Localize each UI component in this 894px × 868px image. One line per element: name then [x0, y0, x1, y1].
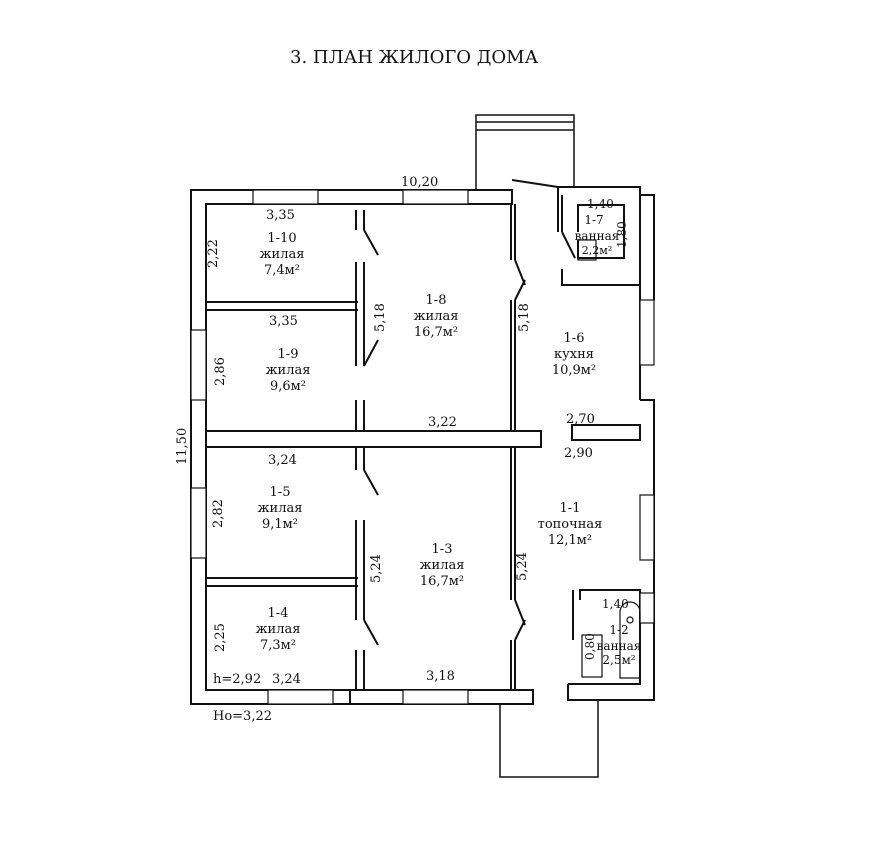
ceiling-height: h=2,92	[213, 672, 261, 687]
room-1-7-type: ванная	[575, 229, 620, 243]
room-1-1-type: топочная	[538, 517, 603, 532]
room-1-4-type: жилая	[256, 622, 301, 637]
room-1-10-area: 7,4м²	[264, 263, 300, 278]
room-1-9-id: 1-9	[278, 347, 299, 362]
dim-total-width: 10,20	[401, 175, 438, 190]
dim-r18-height-right: 5,18	[517, 303, 532, 332]
room-1-1-area: 12,1м²	[548, 533, 592, 548]
outer-walls	[190, 189, 534, 705]
room-1-3-type: жилая	[420, 558, 465, 573]
dim-r17-height: 1,80	[615, 221, 629, 248]
room-1-1-id: 1-1	[560, 501, 581, 516]
dim-r18-height-left: 5,18	[373, 303, 388, 332]
dim-r12-height: 0,80	[583, 633, 597, 660]
room-1-8-area: 16,7м²	[414, 325, 458, 340]
room-1-10-type: жилая	[260, 247, 305, 262]
room-1-7-id: 1-7	[584, 213, 603, 227]
dim-total-height: 11,50	[175, 428, 190, 465]
dim-r13-width: 3,18	[426, 669, 455, 684]
room-1-5-id: 1-5	[270, 485, 291, 500]
room-1-3-id: 1-3	[432, 542, 453, 557]
room-1-5-type: жилая	[258, 501, 303, 516]
dim-r18-width: 3,22	[428, 415, 457, 430]
room-1-4-area: 7,3м²	[260, 638, 296, 653]
dim-r12-width: 1,40	[602, 597, 629, 611]
room-1-9-area: 9,6м²	[270, 379, 306, 394]
dim-r13-height-right: 5,24	[515, 552, 530, 581]
fixtures	[577, 239, 641, 679]
room-1-6-id: 1-6	[564, 331, 585, 346]
page-title: 3. ПЛАН ЖИЛОГО ДОМА	[290, 47, 539, 68]
dim-r19-height: 2,86	[213, 357, 228, 386]
dim-r14-width: 3,24	[272, 672, 301, 687]
dim-r17-width: 1,40	[587, 197, 614, 211]
room-1-2-id: 1-2	[609, 623, 628, 637]
dim-r16-width: 2,70	[566, 412, 595, 427]
windows	[190, 189, 655, 705]
dim-r11-width: 2,90	[564, 446, 593, 461]
porches	[475, 114, 599, 778]
dim-r13-height-left: 5,24	[369, 554, 384, 583]
dim-r15-height: 2,82	[211, 499, 226, 528]
dim-r19-width: 3,35	[269, 314, 298, 329]
dim-r15-width: 3,24	[268, 453, 297, 468]
room-1-9-type: жилая	[266, 363, 311, 378]
room-1-8-id: 1-8	[426, 293, 447, 308]
room-1-2-area: 2,5м²	[602, 653, 635, 667]
room-1-4-id: 1-4	[268, 606, 289, 621]
room-1-6-type: кухня	[554, 347, 594, 362]
room-1-8-type: жилая	[414, 309, 459, 324]
dim-r14-height: 2,25	[213, 623, 228, 652]
partitions	[205, 179, 641, 690]
dim-r110-height: 2,22	[206, 239, 221, 268]
room-1-10-id: 1-10	[267, 231, 296, 246]
dim-r110-width: 3,35	[266, 208, 295, 223]
room-1-6-area: 10,9м²	[552, 363, 596, 378]
room-1-2-type: ванная	[597, 639, 642, 653]
room-1-3-area: 16,7м²	[420, 574, 464, 589]
room-1-5-area: 9,1м²	[262, 517, 298, 532]
total-height-label: Ho=3,22	[213, 709, 272, 724]
room-1-7-area: 2,2м²	[582, 244, 612, 257]
